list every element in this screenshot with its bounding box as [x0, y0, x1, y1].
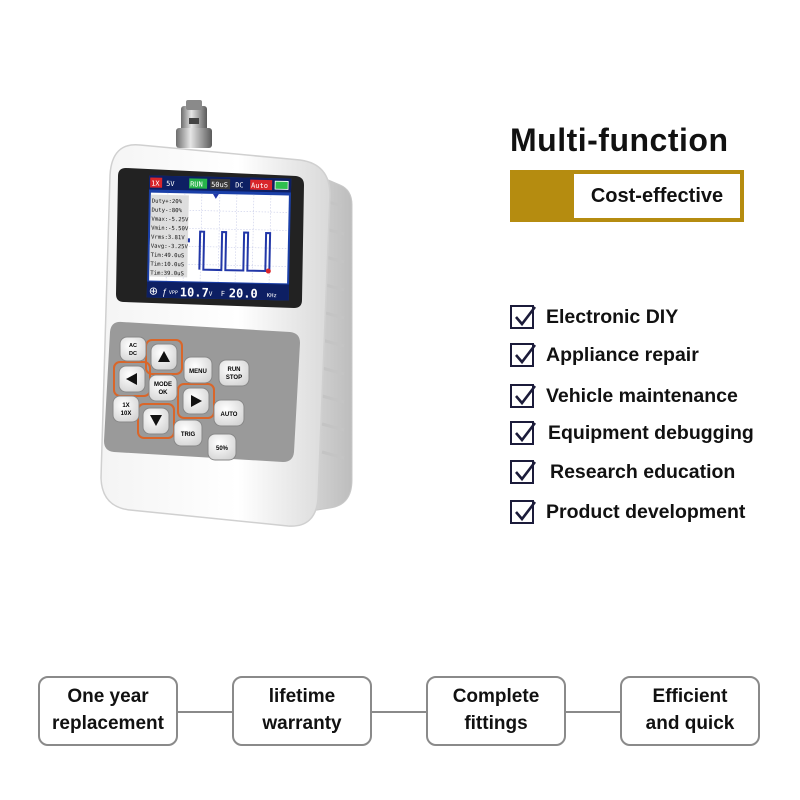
up-arrow-button[interactable] — [150, 343, 178, 371]
vpp-label: VPP — [169, 290, 178, 296]
meas-duty-minus: Duty-:80% — [151, 208, 182, 215]
feature-item: Appliance repair — [510, 340, 699, 370]
fifty-percent-button[interactable]: 50% — [207, 433, 237, 461]
subheadline-bar: Cost-effective — [510, 170, 744, 222]
connector-line — [178, 711, 232, 713]
ac-dc-button[interactable]: AC DC — [119, 336, 147, 362]
checkbox-checked-icon — [510, 384, 537, 408]
connector-line — [372, 711, 426, 713]
battery-icon — [274, 180, 289, 190]
headline: Multi-function — [510, 122, 729, 158]
left-arrow-icon — [126, 373, 137, 385]
feature-label: Research education — [550, 460, 736, 483]
guarantee-pill-fittings: Complete fittings — [426, 676, 566, 746]
status-trigger-mode: Auto — [251, 182, 268, 190]
meas-vmax: Vmax:-5.25V — [151, 217, 189, 224]
checkbox-checked-icon — [510, 500, 537, 524]
meas-tim-2: Tim:10.0uS — [150, 262, 184, 269]
menu-button[interactable]: MENU — [183, 356, 213, 384]
svg-text:50%: 50% — [216, 446, 229, 452]
meas-vrms: Vrms:3.81V — [151, 235, 185, 242]
right-arrow-button[interactable] — [182, 387, 210, 415]
guarantee-line2: fittings — [464, 713, 528, 734]
svg-text:1X: 1X — [122, 403, 129, 409]
feature-label: Electronic DIY — [546, 305, 679, 328]
feature-item: Product development — [510, 497, 745, 527]
guarantee-pill-efficient: Efficient and quick — [620, 676, 760, 746]
status-volts: 5V — [166, 180, 175, 188]
feature-label: Equipment debugging — [548, 421, 754, 444]
guarantee-row: One year replacement lifetime warranty C… — [0, 676, 800, 748]
guarantee-pill-replacement: One year replacement — [38, 676, 178, 746]
probe-ratio-button[interactable]: 1X 10X — [112, 395, 140, 423]
svg-text:DC: DC — [129, 351, 137, 357]
guarantee-line1: lifetime — [268, 686, 336, 708]
freq-unit: KHz — [267, 293, 277, 299]
svg-text:MENU: MENU — [189, 369, 207, 375]
feature-item: Research education — [510, 457, 735, 487]
meas-tim-1: Tim:49.0uS — [151, 253, 185, 260]
feature-item: Electronic DIY — [510, 302, 678, 332]
freq-value: 20.0 — [229, 286, 258, 301]
auto-button[interactable]: AUTO — [213, 399, 245, 427]
feature-label: Product development — [546, 500, 746, 523]
status-timebase: 50uS — [211, 181, 228, 189]
guarantee-line1: Efficient — [652, 686, 728, 708]
vpp-value: 10.7 — [180, 285, 209, 300]
channel-icon: ƒ — [162, 287, 167, 297]
vpp-unit: V — [209, 291, 213, 298]
checkbox-checked-icon — [510, 460, 537, 484]
crosshair-icon: ⊕ — [149, 286, 158, 298]
svg-text:AUTO: AUTO — [221, 412, 238, 418]
feature-label: Appliance repair — [546, 343, 699, 366]
checkbox-checked-icon — [510, 343, 537, 367]
feature-item: Vehicle maintenance — [510, 381, 738, 411]
svg-text:AC: AC — [129, 343, 137, 349]
bnc-connector — [176, 100, 212, 148]
guarantee-line2: warranty — [262, 713, 342, 734]
guarantee-pill-warranty: lifetime warranty — [232, 676, 372, 746]
subheadline: Cost-effective — [574, 174, 740, 218]
status-run: RUN — [190, 180, 203, 188]
svg-text:10X: 10X — [121, 411, 132, 417]
checkbox-checked-icon — [510, 421, 537, 445]
guarantee-line1: Complete — [452, 686, 540, 708]
svg-text:RUN: RUN — [228, 367, 241, 373]
feature-item: Equipment debugging — [510, 418, 754, 448]
meas-vavg: Vavg:-3.25V — [151, 244, 189, 251]
right-arrow-icon — [191, 395, 202, 407]
mode-ok-button[interactable]: MODE OK — [148, 374, 178, 402]
run-stop-button[interactable]: RUN STOP — [218, 359, 250, 387]
status-coupling: DC — [235, 181, 244, 189]
meas-tim-3: Tim:39.0uS — [150, 271, 184, 278]
meas-vmin: Vmin:-5.50V — [151, 226, 189, 233]
connector-line — [566, 711, 620, 713]
svg-text:STOP: STOP — [226, 375, 242, 381]
guarantee-line1: One year — [67, 686, 149, 708]
svg-text:OK: OK — [159, 390, 169, 396]
up-arrow-icon — [158, 351, 170, 362]
feature-label: Vehicle maintenance — [546, 384, 738, 407]
status-probe: 1X — [151, 180, 160, 188]
trig-button[interactable]: TRIG — [173, 419, 203, 447]
down-arrow-icon — [150, 415, 162, 426]
svg-text:MODE: MODE — [154, 382, 172, 388]
left-arrow-button[interactable] — [118, 365, 146, 393]
keypad: AC DC MENU RUN STOP — [112, 336, 250, 461]
freq-label: F — [221, 290, 225, 298]
guarantee-line2: replacement — [52, 713, 164, 734]
meas-duty-plus: Duty+:20% — [152, 199, 183, 206]
svg-text:TRIG: TRIG — [181, 432, 196, 438]
guarantee-line2: and quick — [645, 713, 735, 734]
down-arrow-button[interactable] — [142, 407, 170, 435]
checkbox-checked-icon — [510, 305, 537, 329]
